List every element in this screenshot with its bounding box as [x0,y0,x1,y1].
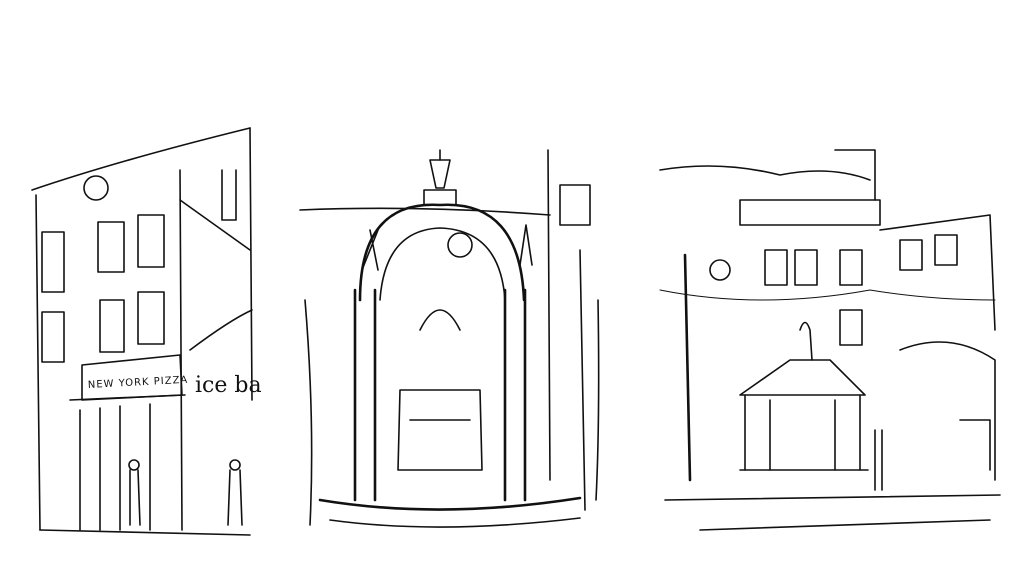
side-sign-text: ice ba [195,373,262,398]
sketch-street-corner [31,127,253,536]
sketch-square-kiosk [659,149,1001,531]
sketch-fountain-monument [299,149,600,528]
shop-sign-text: NEW YORK PIZZA [88,375,189,391]
